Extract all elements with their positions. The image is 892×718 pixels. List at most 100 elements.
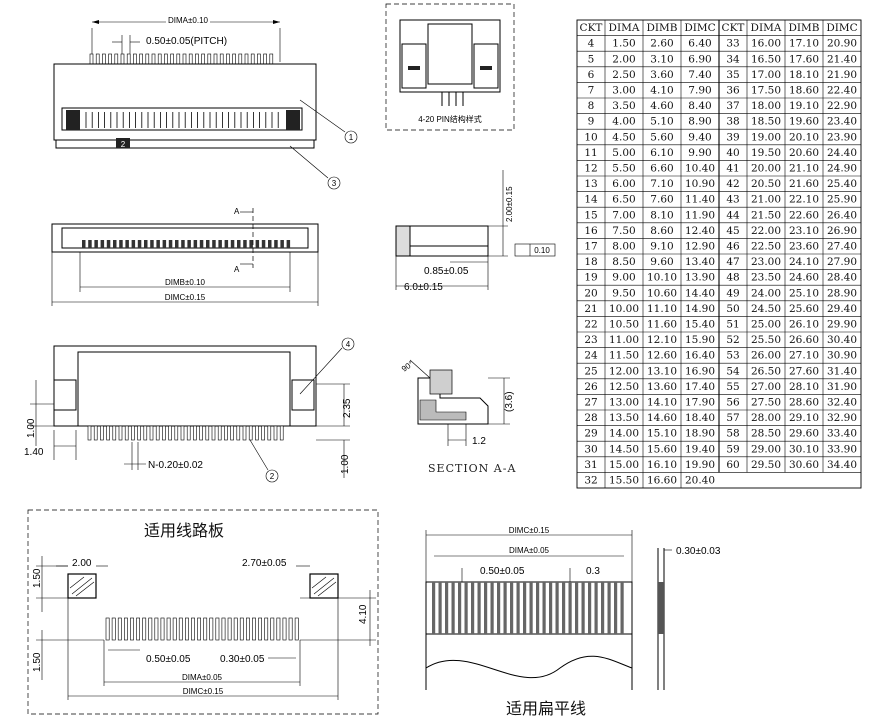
table-cell: 19.90 [685, 459, 715, 471]
bottom-pin [248, 425, 253, 441]
table-cell: 47 [726, 256, 739, 268]
bottom-pin [279, 425, 284, 441]
front-pin [261, 240, 266, 248]
table-cell: 19.00 [751, 131, 781, 143]
table-cell: 24.60 [789, 272, 819, 284]
pcb-pad [227, 617, 232, 641]
bottom-pin [180, 425, 185, 441]
table-cell: 60 [726, 459, 739, 471]
table-cell: 25.60 [789, 303, 819, 315]
side-view: 2.00±0.15 0.10 0.85±0.05 6.0±0.15 [395, 170, 556, 293]
table-cell: 20.90 [827, 38, 857, 50]
table-cell: 27.10 [789, 350, 819, 362]
table-cell: 24.90 [827, 163, 857, 175]
top-pin [232, 53, 236, 65]
table-cell: 30.40 [827, 334, 857, 346]
table-cell: 4.60 [650, 100, 673, 112]
ffc-trace [523, 582, 527, 634]
table-cell: 33 [726, 38, 739, 50]
table-cell: 25.10 [789, 287, 819, 299]
table-cell: 41 [726, 163, 739, 175]
ffc-trace [620, 582, 624, 634]
table-cell: 29.00 [751, 443, 781, 455]
table-cell: 57 [726, 412, 739, 424]
table-cell: 9.60 [650, 256, 673, 268]
front-pin [181, 240, 185, 248]
bottom-pin-width-label: N-0.20±0.02 [148, 460, 203, 471]
table-cell: 5.60 [650, 131, 673, 143]
front-pin [193, 240, 198, 248]
front-pin [162, 240, 167, 248]
ffc-trace [490, 582, 494, 634]
table-header: DIMC [684, 22, 715, 34]
table-cell: 3.50 [612, 100, 635, 112]
bottom-pin [242, 425, 247, 441]
pcb-pad [288, 617, 293, 641]
table-cell: 32 [584, 475, 597, 487]
front-pin [94, 240, 98, 248]
table-cell: 10 [584, 131, 597, 143]
table-cell: 45 [726, 225, 739, 237]
ffc-03-label: 0.3 [586, 566, 600, 577]
table-cell: 15.50 [609, 475, 639, 487]
table-cell: 27.50 [751, 397, 781, 409]
ffc-cable: DIMC±0.15 DIMA±0.05 0.50±0.05 0.3 0.30±0… [425, 526, 721, 718]
table-cell: 35 [726, 69, 739, 81]
ffc-trace [529, 582, 533, 634]
front-pin [156, 240, 160, 248]
table-cell: 17.00 [751, 69, 781, 81]
table-cell: 6.60 [650, 163, 673, 175]
table-cell: 48 [726, 272, 739, 284]
front-pin [212, 240, 216, 248]
top-pin [269, 53, 274, 65]
table-cell: 5.10 [650, 116, 673, 128]
callout-1 [344, 130, 358, 144]
top-pin [244, 53, 249, 65]
table-cell: 12.50 [609, 381, 639, 393]
table-cell: 16.90 [685, 365, 715, 377]
table-cell: 32.90 [827, 412, 857, 424]
table-cell: 15.60 [647, 443, 677, 455]
table-cell: 14 [584, 194, 598, 206]
table-cell: 33.40 [827, 428, 857, 440]
table-cell: 11.00 [609, 334, 639, 346]
table-cell: 5.00 [612, 147, 635, 159]
table-cell: 14.10 [647, 397, 677, 409]
table-cell: 33.90 [827, 443, 857, 455]
table-cell: 4.00 [612, 116, 635, 128]
table-cell: 17 [584, 241, 597, 253]
table-cell: 7.00 [612, 209, 635, 221]
pcb-pad [209, 617, 214, 641]
table-cell: 20.40 [685, 475, 715, 487]
table-cell: 28.40 [827, 272, 857, 284]
ffc-trace [510, 582, 514, 634]
table-cell: 8 [588, 100, 595, 112]
table-cell: 12.10 [647, 334, 677, 346]
front-pin [175, 240, 179, 248]
bottom-100-right-label: 1.00 [340, 454, 351, 474]
ffc-trace [516, 582, 520, 634]
ffc-trace [458, 582, 462, 634]
bottom-pins [87, 425, 284, 441]
pcb-pad [130, 617, 134, 641]
table-cell: 28 [584, 412, 597, 424]
table-cell: 56 [726, 397, 740, 409]
table-cell: 15.90 [685, 334, 715, 346]
table-cell: 22 [584, 319, 597, 331]
table-cell: 11.40 [685, 194, 715, 206]
pitch-label: 0.50±0.05(PITCH) [146, 36, 227, 47]
table-cell: 16.00 [751, 38, 781, 50]
bottom-pin [261, 425, 265, 441]
top-pin [145, 53, 150, 65]
table-cell: 27.90 [827, 256, 857, 268]
ffc-trace [588, 582, 592, 634]
top-pin [164, 53, 168, 65]
front-pin [113, 240, 117, 248]
table-header: DIMB [788, 22, 819, 34]
table-cell: 31.90 [827, 381, 857, 393]
top-pin [182, 53, 187, 65]
top-pin [139, 53, 143, 65]
table-cell: 26.90 [827, 225, 857, 237]
pcb-pad [124, 617, 128, 641]
front-pin [249, 240, 253, 248]
